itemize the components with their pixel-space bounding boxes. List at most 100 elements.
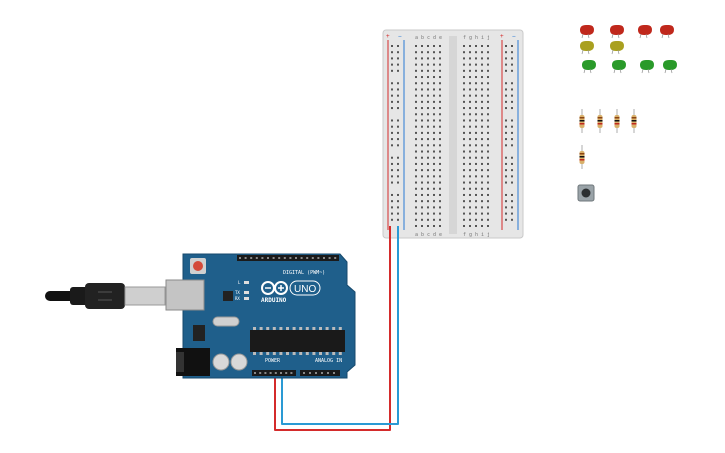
breadboard-hole[interactable] (475, 187, 477, 190)
breadboard-hole[interactable] (439, 187, 441, 190)
rail-hole[interactable] (511, 193, 513, 196)
yellow-led[interactable] (580, 41, 594, 55)
breadboard-hole[interactable] (469, 82, 471, 85)
breadboard-hole[interactable] (421, 51, 423, 54)
breadboard-hole[interactable] (469, 225, 471, 227)
resistor[interactable] (614, 109, 620, 133)
breadboard-hole[interactable] (415, 94, 417, 97)
breadboard-hole[interactable] (481, 162, 483, 165)
breadboard[interactable]: + − + − a b c d e f g h i j a b c d e f … (382, 29, 524, 239)
breadboard-hole[interactable] (421, 119, 423, 122)
breadboard-hole[interactable] (439, 200, 441, 203)
breadboard-hole[interactable] (481, 76, 483, 79)
breadboard-hole[interactable] (481, 144, 483, 147)
breadboard-hole[interactable] (475, 69, 477, 72)
breadboard-hole[interactable] (421, 94, 423, 97)
breadboard-hole[interactable] (439, 169, 441, 172)
red-led-body[interactable] (610, 25, 624, 35)
rail-hole[interactable] (391, 94, 393, 97)
breadboard-hole[interactable] (427, 193, 429, 196)
breadboard-hole[interactable] (487, 218, 489, 221)
rail-hole[interactable] (391, 169, 393, 172)
breadboard-hole[interactable] (487, 225, 489, 227)
breadboard-hole[interactable] (439, 88, 441, 91)
breadboard-hole[interactable] (475, 51, 477, 54)
breadboard-hole[interactable] (439, 162, 441, 165)
breadboard-hole[interactable] (463, 113, 465, 116)
breadboard-hole[interactable] (481, 150, 483, 153)
rail-hole[interactable] (397, 138, 399, 141)
breadboard-hole[interactable] (427, 144, 429, 147)
resistor[interactable] (631, 109, 637, 133)
breadboard-hole[interactable] (469, 212, 471, 215)
rail-hole[interactable] (397, 88, 399, 91)
rail-hole[interactable] (511, 57, 513, 60)
breadboard-hole[interactable] (469, 218, 471, 221)
breadboard-hole[interactable] (421, 162, 423, 165)
breadboard-hole[interactable] (439, 125, 441, 128)
yellow-led-body[interactable] (580, 41, 594, 51)
breadboard-hole[interactable] (463, 175, 465, 178)
rail-hole[interactable] (391, 125, 393, 128)
rail-hole[interactable] (505, 88, 507, 91)
breadboard-hole[interactable] (433, 113, 435, 116)
breadboard-hole[interactable] (481, 51, 483, 54)
rail-hole[interactable] (511, 51, 513, 54)
breadboard-holes[interactable] (391, 45, 513, 227)
rail-hole[interactable] (505, 69, 507, 72)
rail-hole[interactable] (391, 212, 393, 215)
rail-hole[interactable] (511, 94, 513, 97)
breadboard-hole[interactable] (421, 100, 423, 103)
breadboard-hole[interactable] (481, 63, 483, 66)
red-led[interactable] (580, 25, 594, 39)
breadboard-hole[interactable] (475, 138, 477, 141)
rail-hole[interactable] (397, 175, 399, 178)
breadboard-hole[interactable] (421, 107, 423, 110)
breadboard-hole[interactable] (463, 63, 465, 66)
rail-hole[interactable] (391, 100, 393, 103)
breadboard-hole[interactable] (415, 100, 417, 103)
breadboard-hole[interactable] (487, 51, 489, 54)
breadboard-hole[interactable] (475, 218, 477, 221)
breadboard-hole[interactable] (475, 76, 477, 79)
rail-hole[interactable] (391, 51, 393, 54)
rail-hole[interactable] (397, 119, 399, 122)
rail-hole[interactable] (511, 88, 513, 91)
resistor-group[interactable] (579, 109, 637, 169)
breadboard-hole[interactable] (439, 45, 441, 47)
breadboard-hole[interactable] (469, 162, 471, 165)
breadboard-hole[interactable] (469, 156, 471, 159)
breadboard-hole[interactable] (469, 187, 471, 190)
breadboard-hole[interactable] (487, 119, 489, 122)
rail-hole[interactable] (505, 169, 507, 172)
breadboard-hole[interactable] (439, 138, 441, 141)
breadboard-hole[interactable] (487, 69, 489, 72)
breadboard-hole[interactable] (433, 206, 435, 209)
breadboard-hole[interactable] (463, 156, 465, 159)
rail-hole[interactable] (511, 63, 513, 66)
breadboard-hole[interactable] (487, 206, 489, 209)
breadboard-hole[interactable] (439, 63, 441, 66)
rail-hole[interactable] (511, 169, 513, 172)
breadboard-hole[interactable] (421, 156, 423, 159)
breadboard-hole[interactable] (463, 225, 465, 227)
rail-hole[interactable] (391, 119, 393, 122)
rail-hole[interactable] (511, 181, 513, 184)
breadboard-hole[interactable] (475, 82, 477, 85)
breadboard-hole[interactable] (421, 144, 423, 147)
breadboard-hole[interactable] (433, 63, 435, 66)
red-led-body[interactable] (580, 25, 594, 35)
breadboard-hole[interactable] (475, 181, 477, 184)
rail-hole[interactable] (505, 94, 507, 97)
rail-hole[interactable] (505, 162, 507, 165)
breadboard-hole[interactable] (439, 181, 441, 184)
breadboard-hole[interactable] (427, 138, 429, 141)
breadboard-hole[interactable] (487, 113, 489, 116)
breadboard-hole[interactable] (439, 94, 441, 97)
breadboard-hole[interactable] (421, 69, 423, 72)
breadboard-hole[interactable] (427, 162, 429, 165)
rail-hole[interactable] (397, 57, 399, 60)
breadboard-hole[interactable] (481, 225, 483, 227)
breadboard-hole[interactable] (439, 107, 441, 110)
breadboard-hole[interactable] (439, 76, 441, 79)
